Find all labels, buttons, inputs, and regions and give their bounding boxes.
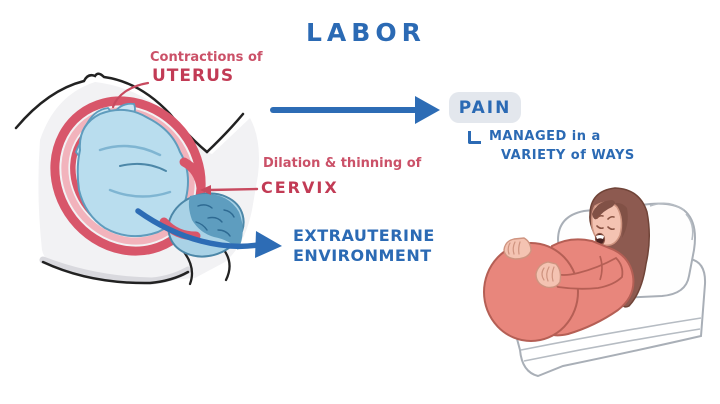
cervix-label-term: CERVIX (261, 178, 339, 197)
hair-front (592, 200, 615, 220)
pelvis-cross-section-illustration (14, 72, 282, 286)
extrauterine-label-line1: EXTRAUTERINE (293, 226, 435, 245)
hand-on-top (503, 237, 532, 260)
page-title: LABOR (306, 18, 426, 47)
pain-note-line2: VARIETY of WAYS (501, 148, 635, 163)
cervix-label-prefix: Dilation & thinning of (263, 156, 422, 171)
pain-highlight-badge: PAIN (449, 92, 521, 123)
pain-label: PAIN (458, 97, 512, 118)
pain-note-line1: MANAGED in a (489, 129, 601, 144)
extrauterine-label-line2: ENVIRONMENT (293, 246, 432, 265)
teeth (596, 235, 604, 239)
hair-side (615, 202, 628, 238)
pain-arrow (270, 96, 440, 124)
hand-on-side (535, 261, 562, 289)
uterus-label-term: UTERUS (152, 66, 235, 86)
uterus-label-prefix: Contractions of (150, 50, 263, 65)
uterus-leader-line (111, 81, 150, 109)
baby-fetus (75, 102, 245, 258)
elbow-bracket-icon (468, 131, 481, 144)
pregnant-belly (483, 242, 579, 342)
cervix-leader-line (200, 185, 259, 195)
pained-expression (596, 214, 615, 231)
birth-canal-arrow (135, 208, 282, 258)
arm (552, 256, 624, 290)
laboring-woman-illustration (483, 187, 707, 378)
woman (483, 187, 650, 342)
